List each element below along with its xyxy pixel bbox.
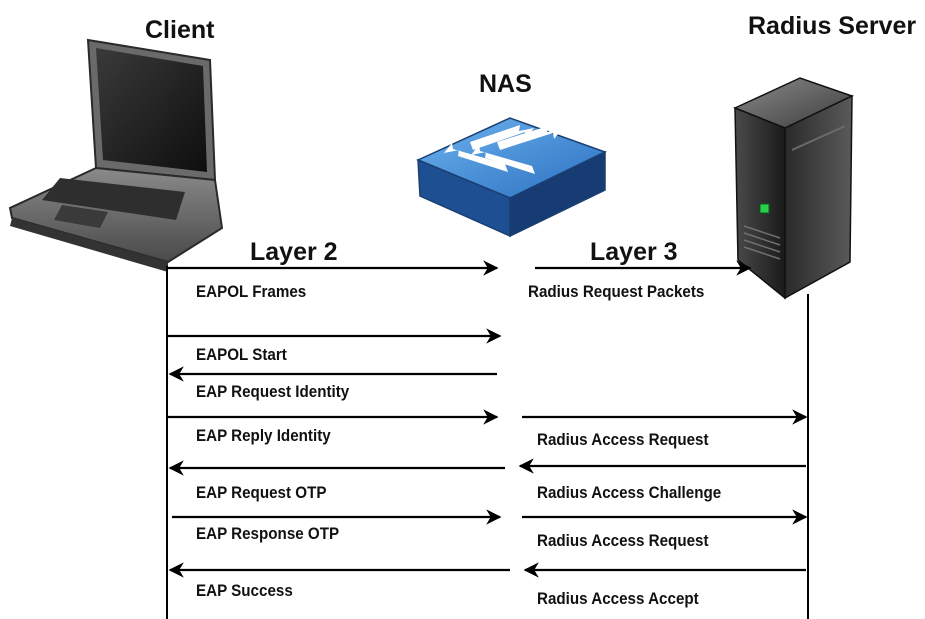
label-eap-success: EAP Success bbox=[196, 582, 293, 600]
client-title: Client bbox=[145, 16, 215, 44]
label-radius-access-accept: Radius Access Accept bbox=[537, 590, 699, 608]
server-title: Radius Server bbox=[748, 12, 917, 40]
label-eap-request-otp: EAP Request OTP bbox=[196, 484, 327, 502]
label-eap-request-identity: EAP Request Identity bbox=[196, 383, 350, 401]
label-radius-access-challenge: Radius Access Challenge bbox=[537, 484, 722, 502]
server-icon bbox=[733, 77, 854, 300]
label-radius-access-request-2: Radius Access Request bbox=[537, 532, 709, 550]
label-eap-response-otp: EAP Response OTP bbox=[196, 525, 340, 543]
label-radius-access-request-1: Radius Access Request bbox=[537, 431, 709, 449]
label-radius-request-packets: Radius Request Packets bbox=[528, 283, 705, 301]
nas-title: NAS bbox=[479, 70, 532, 98]
label-eapol-frames: EAPOL Frames bbox=[196, 283, 307, 301]
layer-2-heading: Layer 2 bbox=[250, 238, 338, 266]
layer-3-heading: Layer 3 bbox=[590, 238, 678, 266]
label-eapol-start: EAPOL Start bbox=[196, 346, 287, 364]
message-arrows bbox=[167, 260, 808, 578]
label-eap-reply-identity: EAP Reply Identity bbox=[196, 427, 331, 445]
laptop-icon bbox=[8, 38, 224, 272]
switch-icon bbox=[416, 117, 607, 238]
